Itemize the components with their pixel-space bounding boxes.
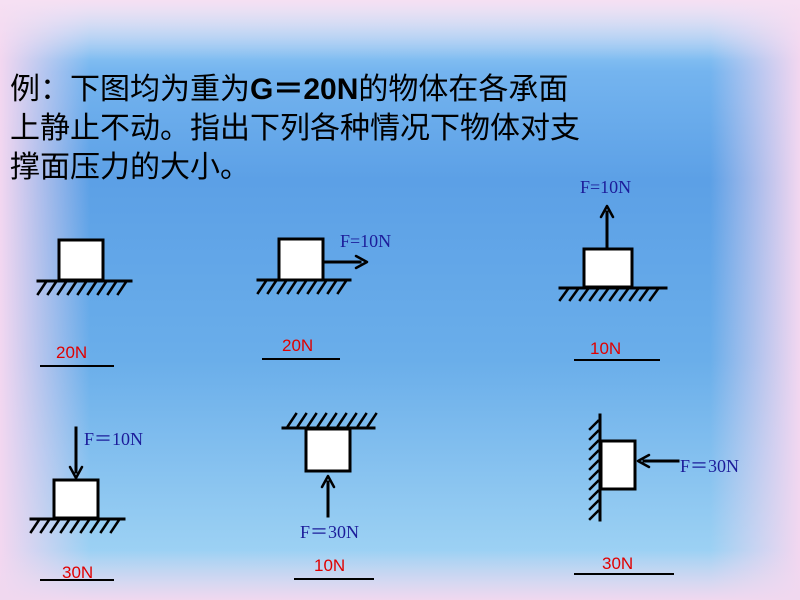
answer-case-3: 10N (590, 339, 622, 358)
ceiling-hatch (286, 412, 378, 428)
ground-hatch (29, 518, 121, 534)
answer-blank-5 (294, 578, 374, 580)
answer-case-6: 30N (602, 554, 634, 573)
force-label-case-6: F＝30N (680, 456, 740, 476)
block (599, 439, 637, 491)
wall-hatch (588, 419, 600, 521)
background-glow-right (710, 0, 800, 600)
question-line3: 撑面压力的大小。 (10, 150, 250, 185)
block (52, 478, 100, 520)
question-line2: 上静止不动。指出下列各种情况下物体对支 (10, 111, 580, 146)
force-label-case-3: F=10N (580, 177, 632, 197)
force-arrow-head (599, 204, 615, 219)
question-text: 例：下图均为重为G＝20N的物体在各承面上静止不动。指出下列各种情况下物体对支撑… (10, 70, 700, 187)
block (304, 427, 352, 473)
background-glow-bottom (0, 550, 800, 600)
force-label-case-5: F＝30N (300, 522, 360, 542)
diagram-case-6 (588, 413, 680, 522)
answer-blank-3 (574, 359, 660, 361)
answer-blank-2 (262, 358, 340, 360)
answer-blank-4 (40, 579, 114, 581)
answer-case-4: 30N (62, 563, 94, 582)
question-line1-c: 的物体在各承面 (358, 72, 569, 107)
answer-case-5: 10N (314, 556, 346, 575)
force-arrow-head (354, 254, 369, 270)
diagram-case-1 (36, 238, 133, 296)
background-glow-top (0, 0, 800, 60)
question-line1-a: 例：下图均为重为 (10, 72, 250, 107)
answer-blank-1 (40, 365, 114, 367)
diagram-case-2 (256, 237, 369, 295)
ground-hatch (558, 287, 660, 302)
question-weight: G＝20N (250, 73, 359, 106)
force-arrow-head (68, 465, 84, 480)
answer-blank-6 (574, 573, 674, 575)
force-label-case-4: F＝10N (84, 429, 144, 449)
force-label-case-2: F=10N (340, 231, 392, 251)
answer-case-2: 20N (282, 336, 314, 355)
diagram-case-5 (281, 412, 378, 518)
diagram-case-3 (558, 204, 668, 302)
diagram-case-4 (29, 426, 126, 534)
ground-hatch (36, 280, 128, 296)
block (582, 247, 634, 289)
force-arrow-head (320, 474, 336, 489)
ground-hatch (256, 279, 348, 295)
force-arrow-head (636, 453, 651, 469)
block (277, 237, 325, 282)
answer-case-1: 20N (56, 343, 88, 362)
block (57, 238, 105, 282)
